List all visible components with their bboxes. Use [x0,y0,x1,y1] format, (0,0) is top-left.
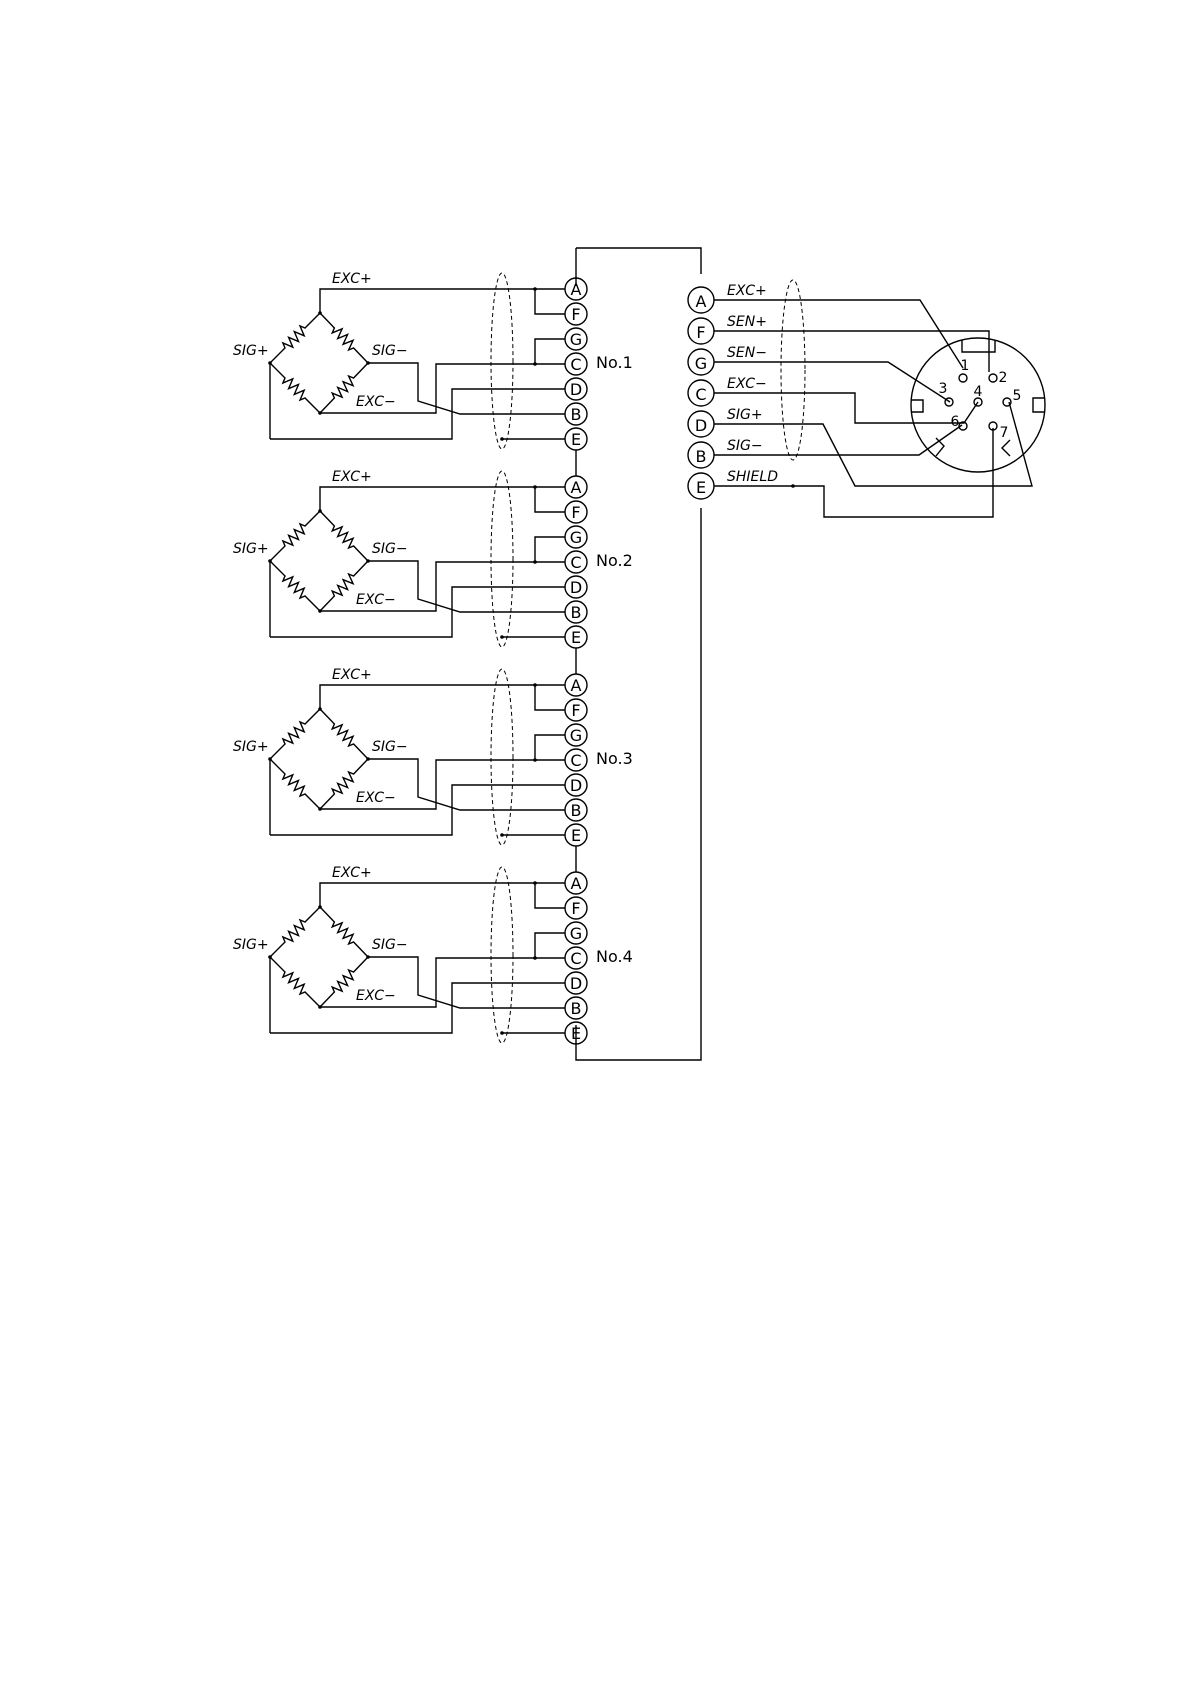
exc-minus-label: EXC− [356,988,396,1004]
sig-minus-label: SIG− [372,739,408,755]
sig-plus-label: SIG+ [233,739,269,755]
output-terminal-letter: G [695,354,707,373]
terminal-letter: E [571,1024,581,1043]
pin-number: 7 [1000,425,1009,441]
output-signal-label: SEN+ [727,314,767,330]
terminal-letter: F [571,305,580,324]
terminal-letter: G [570,528,582,547]
output-signal-label: EXC+ [727,283,767,299]
exc-minus-label: EXC− [356,394,396,410]
terminal-letter: A [571,478,582,497]
pin-number: 1 [961,358,970,374]
exc-minus-label: EXC− [356,790,396,806]
terminal-letter: D [570,974,582,993]
terminal-letter: C [570,355,581,374]
terminal-letter: G [570,924,582,943]
terminal-letter: F [571,701,580,720]
pin-number: 5 [1013,388,1022,404]
terminal-letter: A [571,874,582,893]
terminal-letter: C [570,949,581,968]
terminal-letter: F [571,899,580,918]
terminal-letter: B [571,405,582,424]
terminal-letter: G [570,726,582,745]
sig-plus-label: SIG+ [233,937,269,953]
cell-number-label: No.2 [596,551,633,570]
terminal-letter: B [571,603,582,622]
sig-minus-label: SIG− [372,937,408,953]
cell-number-label: No.1 [596,353,633,372]
terminal-letter: G [570,330,582,349]
output-signal-label: SEN− [727,345,767,361]
output-terminal-letter: B [696,447,707,466]
pin-number: 4 [974,384,983,400]
sig-minus-label: SIG− [372,343,408,359]
terminal-letter: C [570,751,581,770]
output-terminal-letter: C [695,385,706,404]
output-signal-label: SIG+ [727,407,763,423]
pin-number: 6 [951,414,960,430]
exc-plus-label: EXC+ [332,865,372,881]
sig-minus-label: SIG− [372,541,408,557]
terminal-letter: E [571,628,581,647]
exc-minus-label: EXC− [356,592,396,608]
terminal-letter: F [571,503,580,522]
exc-plus-label: EXC+ [332,667,372,683]
terminal-letter: B [571,801,582,820]
cell-number-label: No.3 [596,749,633,768]
terminal-letter: E [571,826,581,845]
output-signal-label: SIG− [727,438,763,454]
terminal-letter: A [571,280,582,299]
output-signal-label: EXC− [727,376,767,392]
exc-plus-label: EXC+ [332,271,372,287]
sig-plus-label: SIG+ [233,541,269,557]
sig-plus-label: SIG+ [233,343,269,359]
terminal-letter: E [571,430,581,449]
output-terminal-letter: E [696,478,706,497]
output-terminal-letter: D [695,416,707,435]
pin-number: 3 [939,381,948,397]
terminal-letter: D [570,776,582,795]
cell-number-label: No.4 [596,947,633,966]
output-terminal-letter: F [696,323,705,342]
output-signal-label: SHIELD [727,469,778,485]
pin-number: 2 [999,370,1008,386]
terminal-letter: B [571,999,582,1018]
terminal-letter: D [570,380,582,399]
terminal-letter: A [571,676,582,695]
exc-plus-label: EXC+ [332,469,372,485]
output-terminal-letter: A [696,292,707,311]
terminal-letter: C [570,553,581,572]
terminal-letter: D [570,578,582,597]
